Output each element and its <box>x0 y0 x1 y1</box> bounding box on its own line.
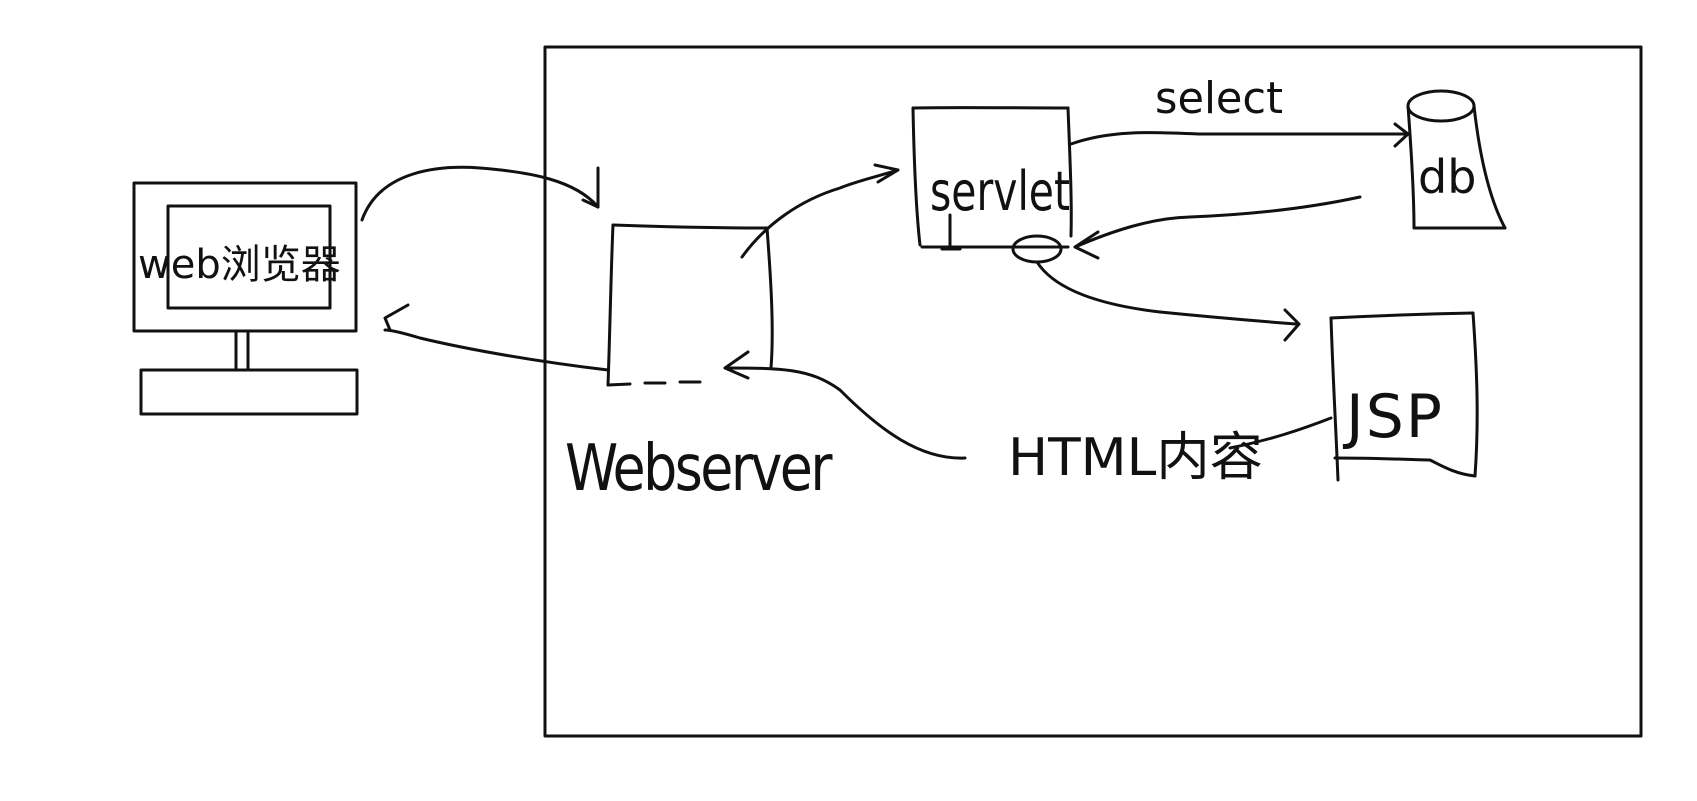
keyboard <box>139 368 359 416</box>
monitor-screen <box>166 204 332 310</box>
servlet-label: servlet <box>930 160 1070 223</box>
select-label: select <box>1155 73 1283 124</box>
jsp-document <box>1329 311 1479 482</box>
html-content-label: HTML内容 <box>1008 428 1263 488</box>
webserver-label: Webserver <box>565 432 833 506</box>
server-boundary <box>543 45 1643 738</box>
db-label: db <box>1418 150 1476 204</box>
browser-label: web浏览器 <box>138 242 341 288</box>
arrow-servlet-to-db <box>1069 131 1407 146</box>
arrow-db-to-servlet <box>1073 195 1362 249</box>
jsp-label: JSP <box>1342 382 1444 452</box>
arrow-webserver-to-servlet <box>740 168 900 259</box>
servlet-box <box>911 106 1073 264</box>
arrow-jsp-to-webserver <box>1228 416 1333 450</box>
arrow-webserver-to-browser <box>383 328 610 372</box>
database-icon <box>1406 89 1507 230</box>
arrow-servlet-to-jsp <box>1035 260 1298 326</box>
arrow-browser-to-webserver <box>360 165 600 222</box>
computer-icon <box>132 181 359 416</box>
monitor-stand <box>234 329 250 372</box>
servlet-output-port <box>1011 234 1063 264</box>
webserver-box <box>606 223 774 387</box>
